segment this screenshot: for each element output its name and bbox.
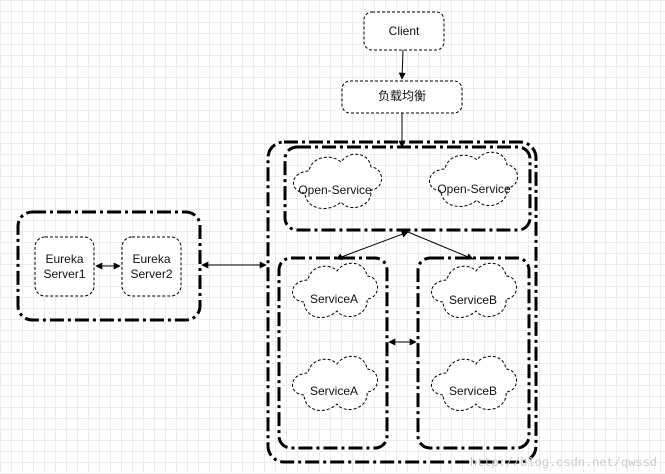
open-service-2-label: Open-Service — [437, 182, 511, 196]
eureka-server2-box — [121, 236, 182, 297]
cloud-shape-open-service-1 — [293, 153, 382, 209]
eureka-server2-label: Eureka Server2 — [130, 252, 173, 281]
cloud-shape-service-b-bottom — [431, 355, 517, 411]
load-balancer-label: 负载均衡 — [377, 89, 426, 103]
arrow-open-service-to-service-a — [335, 230, 409, 261]
cloud-shape-open-service-2 — [429, 151, 518, 207]
arrow-open-service-to-service-b — [407, 231, 474, 260]
open-service-1-label: Open-Service — [298, 183, 372, 197]
cloud-shape-service-b-top — [431, 262, 517, 318]
service-a-bottom-label: ServiceA — [309, 384, 359, 398]
arrow-client-to-load-balancer — [398, 49, 406, 80]
client-label: Client — [388, 24, 420, 38]
eureka-server1-box — [34, 236, 95, 297]
service-b-bottom-label: ServiceB — [448, 384, 498, 398]
client-box — [363, 11, 445, 51]
cloud-shape-service-a-top — [292, 262, 378, 318]
eureka-server1-label: Eureka Server1 — [43, 252, 86, 281]
watermark-url: http://blog.csdn.net/qwssd — [469, 456, 657, 470]
open-service-group — [283, 145, 532, 232]
service-a-group — [277, 256, 389, 450]
cloud-shape-service-a-bottom — [292, 355, 378, 411]
eureka-cluster-container — [16, 210, 202, 322]
service-a-top-label: ServiceA — [309, 292, 359, 306]
service-b-top-label: ServiceB — [448, 293, 498, 307]
